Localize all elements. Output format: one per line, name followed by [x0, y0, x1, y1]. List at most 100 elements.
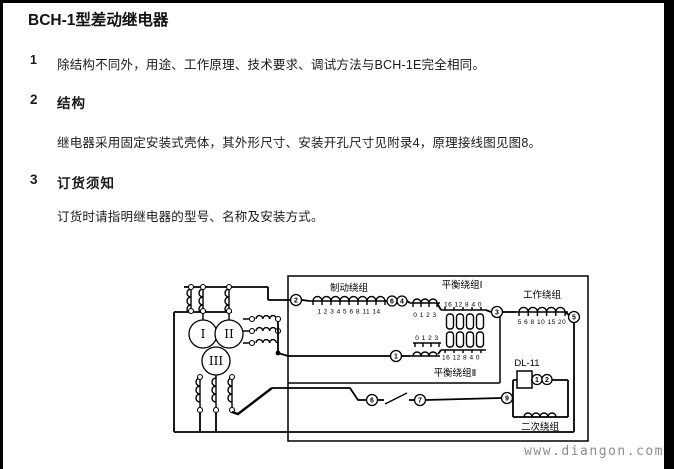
terminal-5 [567, 310, 581, 324]
coil [255, 314, 278, 320]
ct-core [190, 287, 230, 313]
terminal-6b-number: 6 [370, 398, 374, 405]
transformer-circles: I II III [188, 319, 244, 376]
ct-terminal [187, 283, 195, 291]
balance-winding-1: 0 1 2 3 平衡绕组Ⅰ 16 12 8 4 0 [406, 279, 483, 319]
secondary-coil [523, 412, 557, 418]
item1-number: 1 [30, 53, 37, 67]
inner-partition [288, 317, 501, 384]
terminal [248, 339, 256, 347]
wire [436, 302, 442, 311]
watermark: www.diangon.com [524, 444, 664, 459]
bank-coil [445, 313, 455, 330]
tap-ticks [412, 303, 438, 307]
wire [564, 311, 570, 316]
balance2-coil-taps: 0 1 2 3 [415, 335, 438, 342]
top-ct-windings [186, 283, 233, 315]
ct-coil [186, 288, 192, 314]
terminal-9-number: 9 [505, 396, 509, 403]
bank-coil [465, 313, 475, 330]
dl11-relay-circuit: 9 DL-11 1 2 二次绕组 [500, 358, 569, 433]
switch-blade [384, 392, 408, 405]
balance2-label: 平衡绕组Ⅱ [434, 367, 477, 379]
top-border [0, 0, 674, 3]
item3-text: 订货时请指明继电器的型号、名称及安装方式。 [57, 210, 324, 224]
balance-winding-2: 1 0 1 2 3 16 12 8 4 0 平衡绕组Ⅱ [389, 335, 480, 379]
top-comb [441, 307, 486, 311]
wire [277, 352, 390, 357]
wire [199, 412, 217, 432]
tapped-coil-bank [436, 302, 492, 353]
wire-diagonal [231, 387, 273, 416]
bottom-ct-windings [195, 373, 366, 432]
coil [412, 298, 438, 304]
balance1-label: 平衡绕组Ⅰ [442, 279, 483, 291]
item3-number: 3 [30, 172, 38, 187]
terminal-3-number: 3 [495, 310, 499, 317]
ct-terminal [212, 406, 220, 414]
tap-ticks [312, 301, 386, 305]
dl11-terminal-a-number: 1 [535, 377, 539, 384]
tap-ticks [413, 342, 441, 347]
terminal-7 [413, 393, 427, 407]
working-taps: 5 6 8 10 15 20 [518, 319, 567, 326]
wire [301, 299, 311, 302]
ct-terminal [196, 406, 204, 414]
dl11-terminal-b-number: 2 [545, 377, 549, 384]
side-ct-group [243, 314, 390, 357]
ct-terminal [199, 283, 207, 291]
terminal-2-number: 2 [294, 298, 298, 305]
terminal-5-number: 5 [572, 315, 576, 322]
contact-switch: 6 7 [365, 392, 502, 407]
dl11-terminal-b [541, 373, 553, 386]
wire [425, 397, 502, 401]
bank-coil [445, 331, 455, 348]
winding-1-label: I [201, 327, 206, 341]
left-border [0, 0, 3, 469]
dl11-body [516, 370, 533, 389]
coil [255, 326, 278, 332]
wire [406, 300, 411, 304]
item3-heading: 订货须知 [57, 176, 115, 191]
bank-coil [455, 313, 465, 330]
balance2-bank-taps: 16 12 8 4 0 [442, 355, 480, 362]
relay-outline [287, 275, 589, 442]
bank-coil [465, 331, 475, 348]
ct-terminal [199, 307, 207, 315]
terminal [248, 327, 256, 335]
item1-text: 除结构不同外，用途、工作原理、技术要求、调试方法与BCH-1E完全相同。 [57, 58, 486, 72]
bank-coil [475, 331, 485, 348]
terminal-6-number: 6 [390, 299, 394, 306]
coil [255, 338, 278, 344]
working-winding: 工作绕组 5 6 8 10 15 20 5 [503, 289, 581, 432]
bank-coil [455, 331, 465, 348]
wire [437, 349, 442, 355]
braking-winding: 2 制动绕组 1 2 3 4 5 6 8 11 14 6 4 [289, 282, 408, 316]
terminal-7-number: 7 [418, 398, 422, 405]
terminal-6b [365, 393, 379, 407]
working-label: 工作绕组 [523, 289, 562, 301]
winding-2-label: II [224, 327, 234, 341]
terminal-4-number: 4 [400, 299, 404, 306]
item2-heading: 结构 [57, 96, 86, 111]
balance1-coil-taps: 0 1 2 3 [413, 312, 436, 319]
item2-text: 继电器采用固定安装式壳体，其外形尺寸、安装开孔尺寸见附录4，原理接线图见图8。 [57, 136, 542, 150]
ct-coil [211, 377, 217, 403]
braking-label: 制动绕组 [330, 282, 369, 294]
ct-terminal [225, 283, 233, 291]
coil [412, 351, 438, 357]
secondary-label: 二次绕组 [521, 421, 560, 433]
terminal-3 [490, 305, 504, 319]
terminal-2 [289, 293, 303, 307]
ct-coil [195, 377, 201, 403]
bank-coil [475, 313, 485, 330]
winding-3-label: III [209, 354, 223, 368]
relay-box: 2 制动绕组 1 2 3 4 5 6 8 11 14 6 4 0 1 2 3 平 [287, 275, 589, 442]
tap-ticks [518, 312, 566, 316]
ct-coil [198, 288, 204, 314]
ct-coil [227, 377, 233, 403]
right-border [664, 0, 674, 469]
winding-circle-3 [201, 346, 231, 376]
